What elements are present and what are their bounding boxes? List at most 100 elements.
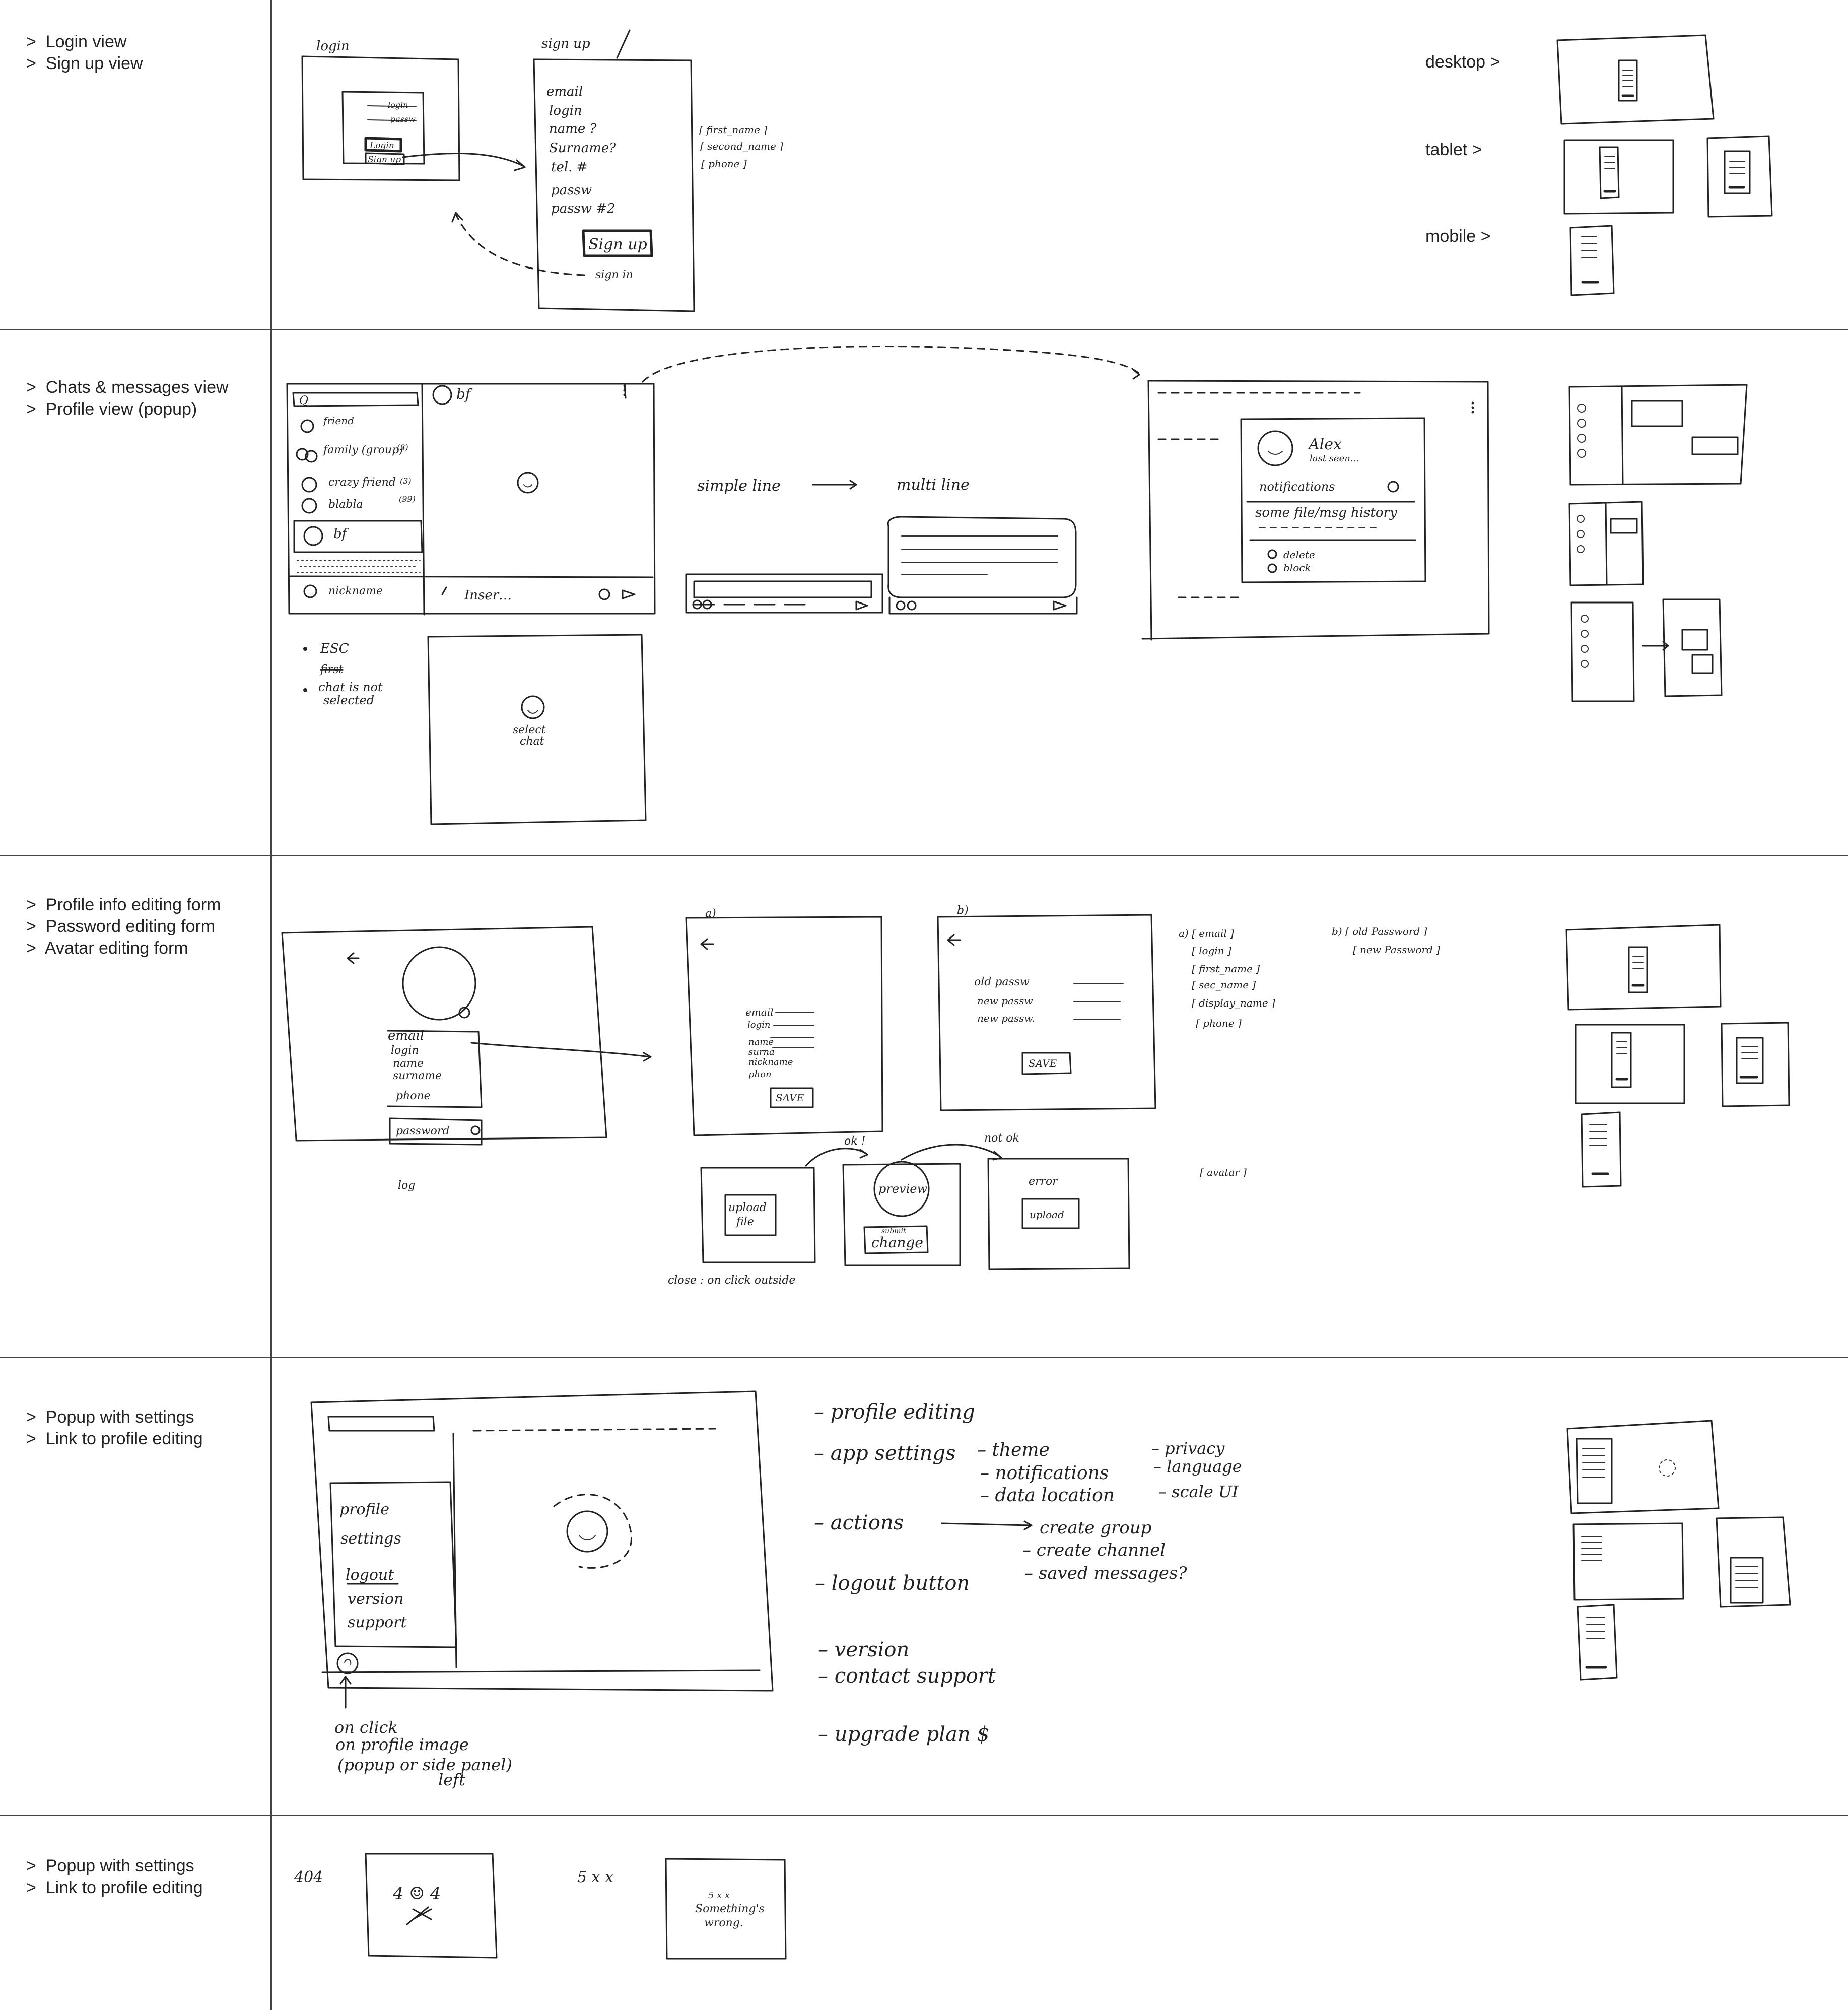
avatar-upload-text: file [735, 1216, 754, 1228]
error-5xx-message: Something's [695, 1903, 765, 1915]
settings-menu-item: logout [346, 1566, 394, 1584]
settings-menu-item: profile [339, 1501, 389, 1518]
login-title: login [316, 39, 350, 54]
login-sketch: login login passw Login Sign up [302, 39, 525, 180]
app-setting: – data location [980, 1485, 1115, 1506]
signup-param: [ first_name ] [699, 124, 767, 136]
action-item: – create channel [1022, 1540, 1166, 1560]
chats-notes: ESC first chat is not selected [303, 641, 383, 707]
settings-list-item: – upgrade plan $ [818, 1723, 990, 1746]
avatar-error: error [1029, 1175, 1058, 1188]
chats-count: (3) [397, 443, 408, 452]
chats-contact: crazy friend [328, 476, 396, 489]
edit-param: [ login ] [1192, 945, 1231, 957]
device-thumbnails-chats [1569, 385, 1747, 701]
signup-param: [ second_name ] [700, 140, 783, 152]
empty-chat-sketch: select chat [428, 635, 646, 824]
settings-menu-item: version [348, 1590, 403, 1608]
form-a-sketch: a) email login name surna nickname phon … [686, 907, 882, 1135]
signin-link: sign in [595, 269, 633, 281]
chats-contact: friend [322, 415, 354, 427]
signup-field: tel. # [551, 160, 587, 175]
form-a-field: nickname [748, 1057, 793, 1067]
chats-input: Inser… [464, 588, 512, 603]
settings-note: (popup or side panel) [337, 1755, 512, 1774]
simple-line-label: simple line [697, 477, 781, 495]
settings-note: left [438, 1770, 465, 1789]
error-5xx-label: 5 x x [577, 1868, 613, 1886]
error-404-face: 4 ☺ 4 [392, 1884, 441, 1904]
chats-header: bf [456, 386, 473, 403]
passw-field-label: passw [390, 114, 416, 124]
profile-popup-status: last seen… [1310, 453, 1359, 464]
form-b-sketch: b) old passw new passw new passw. SAVE [938, 904, 1155, 1110]
form-b-button: SAVE [1029, 1057, 1057, 1069]
form-b-field: old passw [974, 976, 1030, 988]
error-5xx-message: 5 x x [708, 1890, 730, 1901]
chats-note: selected [323, 693, 374, 707]
profile-edit-field: email [388, 1028, 424, 1043]
error-5xx-message: wrong. [704, 1917, 743, 1929]
app-setting: – notifications [980, 1463, 1109, 1484]
profile-edit-password: password [396, 1125, 449, 1137]
settings-list-item: – logout button [815, 1572, 970, 1595]
profile-popup-delete: delete [1283, 549, 1315, 561]
edit-param: b) [ old Password ] [1332, 925, 1427, 937]
settings-sketch: profile settings logout version support … [311, 1391, 773, 1789]
chats-count: (3) [400, 476, 412, 486]
edit-param: [ new Password ] [1353, 944, 1440, 956]
edit-params: a) [ email ] [ login ] [ first_name ] [ … [1179, 925, 1440, 1178]
settings-menu-item: support [348, 1614, 407, 1631]
multi-line-label: multi line [897, 476, 970, 494]
avatar-param: [ avatar ] [1200, 1166, 1247, 1178]
chats-note: ESC [320, 641, 349, 656]
signup-title: sign up [541, 36, 590, 51]
profile-edit-field: phone [396, 1090, 431, 1102]
empty-chat-text: chat [520, 735, 544, 748]
profile-popup-sketch: Alex last seen… notifications some file/… [1142, 381, 1489, 640]
form-a-field: phon [748, 1069, 772, 1080]
form-a-field: surna [748, 1047, 775, 1057]
settings-list-item: – version [818, 1638, 909, 1661]
form-b-field: new passw. [977, 1012, 1035, 1024]
app-setting: – theme [977, 1440, 1050, 1460]
chats-note: chat is not [318, 680, 383, 694]
form-a-button: SAVE [776, 1092, 804, 1104]
errors-sketch: 404 4 ☺ 4 5 x x 5 x x Something's wrong. [294, 1854, 786, 1959]
chats-nickname: nickname [328, 585, 383, 597]
app-setting: – language [1153, 1457, 1242, 1476]
signup-sketch: sign up email login name ? Surname? tel.… [452, 30, 783, 311]
chats-contact: blabla [328, 498, 363, 511]
settings-list-item: – profile editing [814, 1400, 975, 1424]
chats-count: (99) [399, 494, 416, 504]
profile-popup-notifications: notifications [1259, 480, 1335, 494]
avatar-upload-button: upload [1030, 1209, 1064, 1221]
action-item: create group [1040, 1518, 1151, 1538]
chats-active-contact: bf [333, 526, 349, 542]
signup-field: email [546, 84, 583, 99]
profile-edit-field: login [391, 1044, 419, 1057]
app-setting: – scale UI [1158, 1482, 1239, 1501]
profile-edit-field: name [393, 1057, 424, 1070]
avatar-upload-text: upload [728, 1201, 767, 1214]
avatar-not-ok: not ok [984, 1132, 1019, 1145]
input-variants-sketch: simple line multi line [686, 476, 1077, 614]
login-sketch-button: Login [369, 141, 394, 151]
settings-menu-item: settings [340, 1530, 401, 1548]
avatar-close-note: close : on click outside [668, 1274, 795, 1287]
avatar-flow-sketch: upload file preview submit change error … [668, 1132, 1129, 1287]
signup-field: login [549, 103, 582, 118]
app-setting: – privacy [1151, 1439, 1225, 1458]
profile-edit-field: surname [393, 1069, 442, 1082]
avatar-ok: ok ! [844, 1135, 865, 1148]
action-item: – saved messages? [1024, 1563, 1187, 1583]
signup-field: name ? [549, 121, 597, 137]
device-thumbnails-login [1557, 35, 1772, 295]
settings-list-item: – actions [814, 1511, 904, 1534]
form-a-field: email [745, 1006, 774, 1018]
signup-field: Surname? [549, 141, 617, 156]
settings-note: on click [334, 1718, 398, 1737]
profile-edit-logout: log [398, 1179, 415, 1192]
settings-note: on profile image [335, 1735, 469, 1754]
